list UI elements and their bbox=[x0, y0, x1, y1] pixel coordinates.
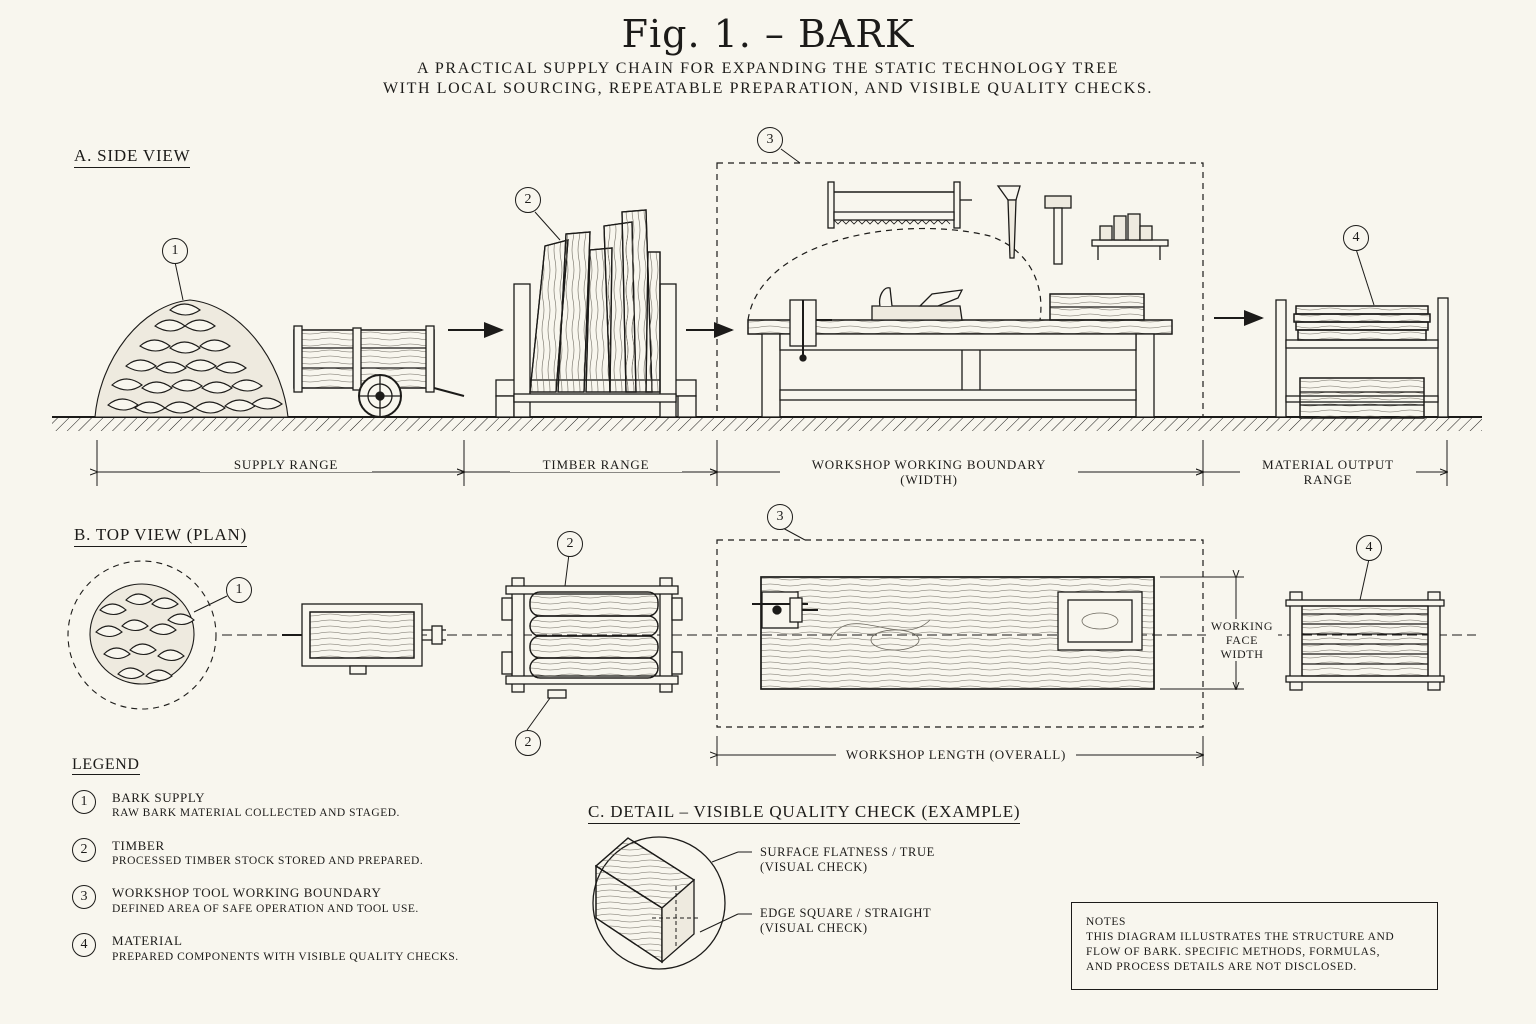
notes-line-2: FLOW OF BARK. SPECIFIC METHODS, FORMULAS… bbox=[1086, 946, 1381, 958]
callout-surface-flatness: SURFACE FLATNESS / TRUE (VISUAL CHECK) bbox=[760, 845, 935, 875]
dim-output-line1: MATERIAL OUTPUT bbox=[1262, 457, 1394, 472]
legend-desc-3: DEFINED AREA OF SAFE OPERATION AND TOOL … bbox=[112, 903, 419, 915]
material-plan bbox=[1285, 591, 1445, 691]
legend-num-1: 1 bbox=[72, 790, 96, 814]
dim-workshop-line1: WORKSHOP WORKING BOUNDARY bbox=[811, 457, 1047, 472]
dim-output-line2: RANGE bbox=[1303, 472, 1353, 487]
marker-4-plan: 4 bbox=[1356, 535, 1382, 561]
marker-1-side: 1 bbox=[162, 238, 188, 264]
legend-desc-1: RAW BARK MATERIAL COLLECTED AND STAGED. bbox=[112, 807, 400, 819]
legend-num-2: 2 bbox=[72, 838, 96, 862]
timber-rack-side bbox=[495, 209, 697, 418]
subtitle-line-1: A PRACTICAL SUPPLY CHAIN FOR EXPANDING T… bbox=[417, 60, 1119, 77]
legend-title: LEGEND bbox=[72, 756, 140, 775]
detail-circle bbox=[592, 836, 752, 970]
callout-flatness-line1: SURFACE FLATNESS / TRUE bbox=[760, 845, 935, 859]
dim-workshop-line2: (WIDTH) bbox=[900, 472, 958, 487]
callout-edge-line1: EDGE SQUARE / STRAIGHT bbox=[760, 906, 932, 920]
legend-num-4: 4 bbox=[72, 933, 96, 957]
working-face-word-2: FACE bbox=[1225, 633, 1259, 647]
bark-pile-side bbox=[94, 299, 289, 418]
dim-workshop-length: WORKSHOP LENGTH (OVERALL) bbox=[836, 747, 1076, 762]
legend-title-4: MATERIAL bbox=[112, 933, 183, 948]
section-detail: C. DETAIL – VISIBLE QUALITY CHECK (EXAMP… bbox=[588, 802, 1021, 824]
working-face-word-1: WORKING bbox=[1210, 619, 1274, 633]
legend-desc-4: PREPARED COMPONENTS WITH VISIBLE QUALITY… bbox=[112, 951, 459, 963]
timber-rack-plan bbox=[501, 577, 683, 699]
ground-line bbox=[52, 416, 1482, 431]
notes-line-1: THIS DIAGRAM ILLUSTRATES THE STRUCTURE A… bbox=[1086, 931, 1395, 943]
section-top-view: B. TOP VIEW (PLAN) bbox=[74, 525, 248, 547]
notes-line-3: AND PROCESS DETAILS ARE NOT DISCLOSED. bbox=[1086, 961, 1357, 973]
legend-desc-2: PROCESSED TIMBER STOCK STORED AND PREPAR… bbox=[112, 855, 424, 867]
tool-reach-arc bbox=[747, 227, 1042, 321]
notes-box: NOTES THIS DIAGRAM ILLUSTRATES THE STRUC… bbox=[1071, 902, 1438, 990]
marker-2-plan-bottom: 2 bbox=[515, 730, 541, 756]
workshop-boundary-plan bbox=[716, 539, 1204, 728]
section-side-view: A. SIDE VIEW bbox=[74, 146, 191, 168]
working-face-word-3: WIDTH bbox=[1220, 647, 1264, 661]
material-shelf-side bbox=[1275, 297, 1449, 419]
marker-2-plan-top: 2 bbox=[557, 531, 583, 557]
notes-heading: NOTES bbox=[1086, 916, 1127, 928]
dim-material-output: MATERIAL OUTPUT RANGE bbox=[1240, 457, 1416, 487]
figure-title: Fig. 1. – BARK bbox=[621, 12, 915, 56]
marker-leaders bbox=[174, 148, 1375, 731]
marker-1-plan: 1 bbox=[226, 577, 252, 603]
marker-2-side: 2 bbox=[515, 187, 541, 213]
marker-3-side: 3 bbox=[757, 127, 783, 153]
marker-3-plan: 3 bbox=[767, 504, 793, 530]
cart-side bbox=[293, 325, 465, 418]
callout-edge-square: EDGE SQUARE / STRAIGHT (VISUAL CHECK) bbox=[760, 906, 931, 936]
dim-timber-range: TIMBER RANGE bbox=[510, 457, 682, 472]
dim-workshop-boundary: WORKSHOP WORKING BOUNDARY (WIDTH) bbox=[780, 457, 1078, 487]
legend-title-1: BARK SUPPLY bbox=[112, 790, 206, 805]
wall-tools bbox=[827, 181, 1169, 265]
legend-title-3: WORKSHOP TOOL WORKING BOUNDARY bbox=[112, 885, 382, 900]
workshop-boundary-side bbox=[716, 162, 1204, 418]
callout-flatness-line2: (VISUAL CHECK) bbox=[760, 860, 868, 874]
workbench-side bbox=[747, 287, 1173, 418]
dim-supply-range: SUPPLY RANGE bbox=[200, 457, 372, 472]
dim-working-face-width: WORKING FACE WIDTH bbox=[1206, 619, 1278, 661]
workbench-plan bbox=[752, 576, 1155, 690]
bark-pile-plan bbox=[67, 560, 217, 710]
legend-num-3: 3 bbox=[72, 885, 96, 909]
cart-plan bbox=[282, 603, 446, 675]
marker-4-side: 4 bbox=[1343, 225, 1369, 251]
subtitle-line-2: WITH LOCAL SOURCING, REPEATABLE PREPARAT… bbox=[382, 80, 1154, 97]
legend-title-2: TIMBER bbox=[112, 838, 165, 853]
callout-edge-line2: (VISUAL CHECK) bbox=[760, 921, 868, 935]
